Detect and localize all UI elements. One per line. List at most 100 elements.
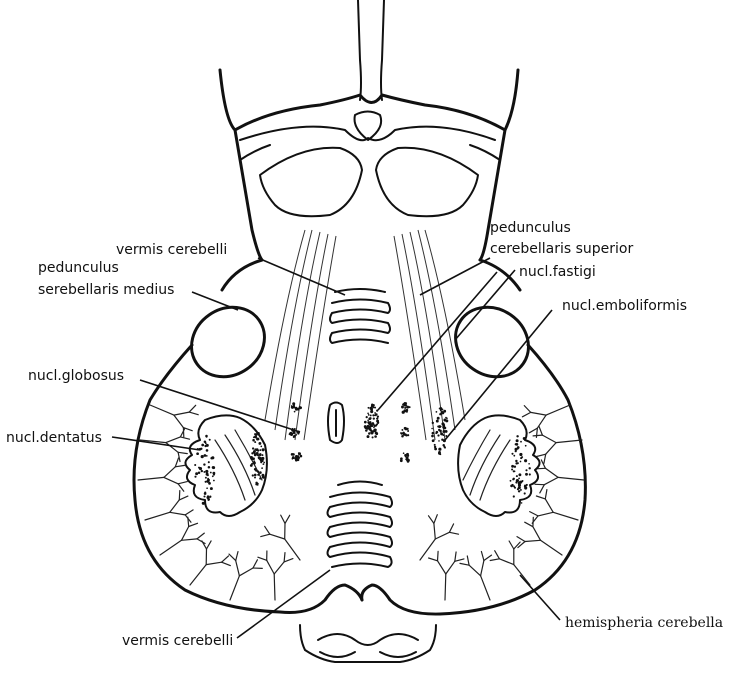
stipple-dot bbox=[517, 486, 521, 490]
stipple-dot bbox=[525, 483, 528, 486]
folium-branch bbox=[517, 540, 526, 549]
stipple-dot bbox=[252, 438, 255, 442]
brainstem bbox=[218, 0, 520, 262]
stipple-dot bbox=[257, 473, 260, 476]
stipple-dot bbox=[374, 406, 377, 409]
folium-branch bbox=[165, 436, 181, 444]
stipple-dot bbox=[515, 459, 518, 463]
stipple-dot bbox=[257, 456, 261, 460]
stipple-dot bbox=[444, 427, 447, 429]
folium-branch bbox=[221, 555, 230, 563]
stipple-dot bbox=[528, 463, 530, 465]
label-pedunculus-medius-1: pedunculus bbox=[38, 260, 119, 276]
stipple-dot bbox=[402, 452, 405, 455]
folium-branch bbox=[221, 561, 231, 567]
labels: vermis cerebelli pedunculus serebellaris… bbox=[6, 220, 723, 649]
stipple-dot bbox=[257, 449, 260, 452]
stipple-dot bbox=[518, 480, 523, 484]
stipple-dot bbox=[205, 469, 209, 474]
stipple-dot bbox=[203, 495, 206, 498]
stipple-dot bbox=[445, 435, 448, 437]
folium-branch bbox=[280, 514, 286, 524]
folium-branch bbox=[165, 442, 179, 453]
stipple-dot bbox=[400, 457, 403, 461]
stipple-dot bbox=[406, 405, 410, 409]
stipple-dot bbox=[370, 407, 374, 411]
stipple-dot bbox=[440, 432, 444, 436]
stipple-dot bbox=[444, 446, 446, 449]
stipple-dot bbox=[261, 448, 265, 452]
stipple-dot bbox=[295, 458, 298, 461]
stipple-dot bbox=[205, 472, 209, 476]
folium-branch bbox=[557, 476, 585, 481]
stipple-dot bbox=[262, 463, 265, 466]
folium-branch bbox=[163, 466, 176, 478]
leader-lines bbox=[111, 257, 561, 639]
stipple-dot bbox=[290, 405, 294, 409]
stipple-dot bbox=[520, 440, 522, 443]
folium-branch bbox=[434, 531, 450, 540]
stipple-dot bbox=[524, 444, 527, 447]
stipple-dot bbox=[203, 454, 207, 457]
stipple-dot bbox=[523, 492, 526, 495]
stipple-dot bbox=[519, 452, 523, 457]
folium-branch bbox=[513, 541, 521, 550]
folium-branch bbox=[532, 434, 543, 437]
stipple-dot bbox=[257, 431, 260, 435]
stipple-dot bbox=[201, 501, 205, 505]
stipple-dot bbox=[254, 476, 256, 479]
stipple-dot bbox=[206, 495, 210, 498]
folium-branch bbox=[178, 490, 181, 501]
folium-branch bbox=[436, 550, 439, 562]
stipple-dot bbox=[407, 434, 410, 437]
stipple-dot bbox=[404, 406, 407, 409]
stipple-dot bbox=[515, 475, 518, 478]
stipple-dot bbox=[251, 447, 255, 450]
folium-branch bbox=[489, 558, 500, 562]
folium-branch bbox=[177, 481, 188, 485]
stipple-dot bbox=[512, 478, 515, 481]
stipple-dot bbox=[209, 487, 213, 491]
label-nucl-dentatus: nucl.dentatus bbox=[6, 430, 102, 446]
folium-branch bbox=[173, 414, 184, 429]
stipple-dot bbox=[404, 453, 407, 457]
stipple-dot bbox=[372, 414, 375, 417]
stipple-dot bbox=[205, 436, 208, 438]
stipple-dot bbox=[401, 405, 404, 409]
folium-branch bbox=[180, 525, 190, 541]
folium-branch bbox=[529, 511, 539, 517]
folium-branch bbox=[273, 573, 276, 601]
stipple-dot bbox=[374, 414, 377, 417]
folium-branch bbox=[543, 453, 547, 464]
stipple-dot bbox=[514, 447, 518, 451]
stipple-dot bbox=[368, 417, 372, 421]
stipple-dot bbox=[255, 469, 258, 472]
stipple-dot bbox=[296, 408, 299, 411]
stipple-dot bbox=[261, 456, 265, 461]
folium-branch bbox=[524, 539, 542, 543]
stipple-dot bbox=[256, 484, 259, 486]
folium-branch bbox=[454, 551, 457, 562]
stipple-dot bbox=[252, 461, 256, 465]
stipple-dot bbox=[295, 455, 298, 457]
stipple-dot bbox=[293, 434, 296, 437]
folium-branch bbox=[466, 555, 470, 566]
stipple-dot bbox=[370, 423, 373, 426]
stipple-dot bbox=[515, 479, 519, 483]
stipple-dot bbox=[253, 473, 257, 477]
folium-branch bbox=[187, 516, 190, 528]
stipple-dot bbox=[441, 422, 445, 426]
folium-branch bbox=[137, 476, 165, 481]
stipple-dot bbox=[441, 411, 445, 415]
folium-branch bbox=[184, 509, 194, 516]
folium-branch bbox=[266, 559, 275, 575]
stipple-dot bbox=[511, 452, 514, 455]
stipple-dot bbox=[376, 420, 379, 423]
folium-branch bbox=[177, 451, 188, 455]
stipple-dot bbox=[366, 435, 370, 439]
stipple-dot bbox=[368, 425, 372, 429]
stipple-dot bbox=[519, 488, 522, 491]
stipple-dot bbox=[516, 462, 519, 465]
stipple-dot bbox=[297, 452, 300, 454]
stipple-dot bbox=[205, 443, 209, 447]
